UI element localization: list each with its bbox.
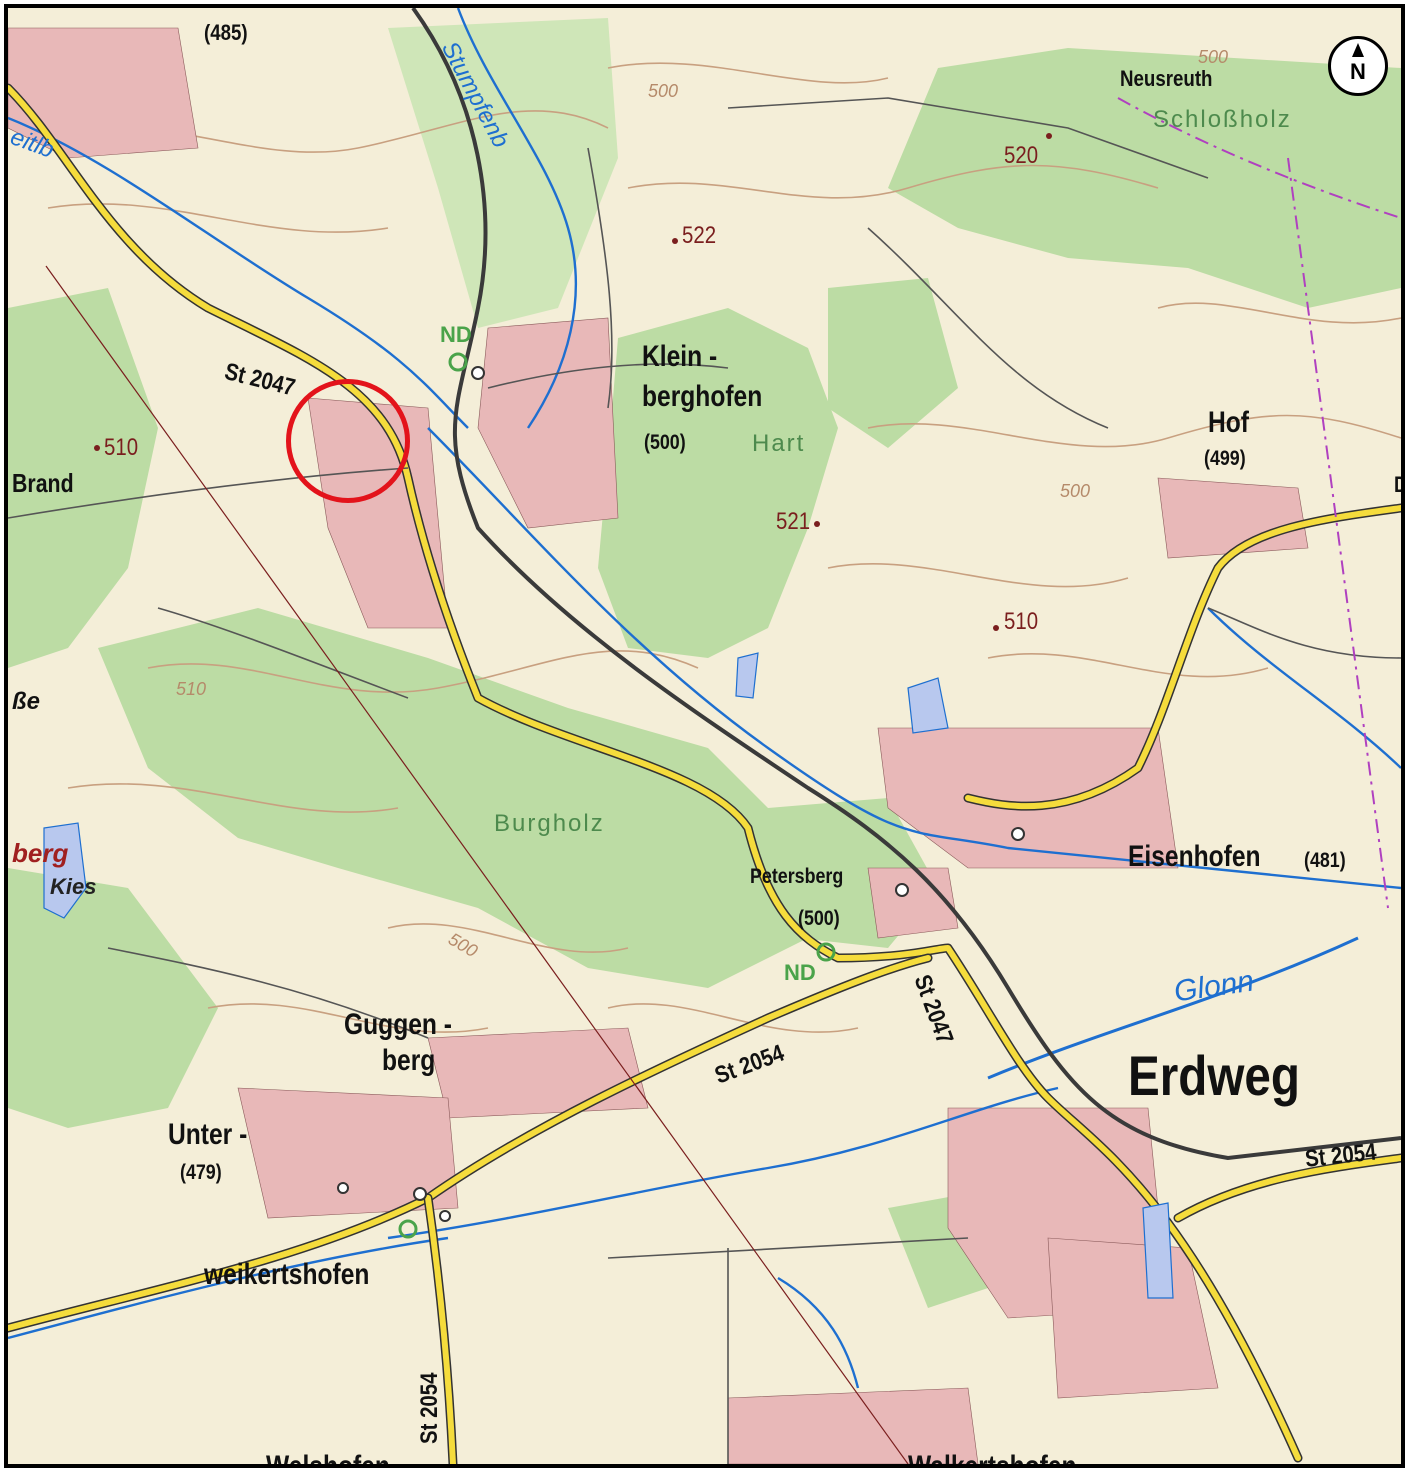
road-st2054-west [8,955,931,1331]
forest-south-west [8,868,218,1128]
river-leitlbach [8,116,469,429]
top-left-elevation-label: (485) [204,20,248,45]
eisenhofen-elevation: (481) [1304,849,1346,872]
kleinberghofen-elevation: (500) [644,431,686,454]
edge-label-sse: ße [12,688,41,715]
forest-hart [598,308,838,658]
ponds [43,652,1174,1299]
road-st2054-south [425,1195,456,1464]
topographic-map[interactable]: (485) eitlb Stumpfenb 500 500 Neusreuth … [4,4,1405,1468]
spot-height-510-east: 510 [1004,608,1039,635]
admin-boundary [1117,97,1401,909]
nd-markers [398,352,836,1239]
river-main-valley [427,427,1401,890]
place-hof: Hof [1208,406,1249,439]
kies-label: Kies [50,874,97,899]
unter-elevation: (479) [180,1161,222,1184]
forest-areas [8,18,1401,1308]
place-brand: Brand [12,468,74,498]
contour-lines [37,62,1401,1033]
forest-river-strip [388,18,618,328]
poi-dots [337,366,1025,1222]
settlement-guggenberg [427,1027,649,1119]
place-neusreuth: Neusreuth [1120,66,1213,91]
place-klein: Klein - [642,340,718,373]
river-glonn [987,936,1359,1080]
nd-label-kleinberghofen: ND [440,322,472,347]
forest-east-patch [828,278,958,448]
place-erdweg: Erdweg [1128,1044,1300,1107]
settlement-unter [237,1087,459,1219]
place-right-edge-d: D [1394,474,1401,496]
place-eisenhofen: Eisenhofen [1128,840,1261,873]
river-brook-3 [1207,607,1401,769]
place-walkertshofen: Walkertshofen [908,1450,1077,1468]
place-welshofen: Welshofen [266,1450,390,1468]
river-glonn-south [387,1086,1059,1240]
hof-elevation: (499) [1204,447,1246,470]
settlement-top-left [8,27,199,159]
forest-schlossholz [888,48,1401,308]
road-hof [965,505,1401,810]
settlement-hof [1157,477,1309,559]
highlight-circle-marker [286,379,410,503]
road-st2047 [8,85,1301,1461]
map-canvas [8,8,1401,1464]
forest-label-burgholz: Burgholz [494,810,605,837]
forest-label-hart: Hart [752,430,806,457]
north-arrow-icon: N [1328,36,1388,96]
nd-label-petersberg: ND [784,960,816,985]
road-st2054-east [1175,1155,1401,1221]
power-line [45,265,909,1464]
forest-label-schlossholz: Schloßholz [1153,106,1292,133]
edge-label-berg: berg [12,838,69,868]
forest-west [8,288,158,668]
place-guggen: Guggen - [344,1008,452,1041]
place-berghofen: berghofen [642,380,763,413]
forest-burgholz [98,608,808,988]
settlement-eisenhofen [877,727,1179,869]
contour-label-500-mid: 500 [1060,481,1091,501]
north-arrow-label: N [1350,59,1366,84]
place-berg: berg [382,1044,436,1077]
spot-height-510-west: 510 [104,434,139,461]
place-unter: Unter - [168,1118,248,1151]
major-roads [8,83,1401,1464]
place-weikertshofen: weikertshofen [204,1258,370,1291]
contour-label-500-top: 500 [648,81,679,101]
river-stumpfenbach [456,8,578,429]
petersberg-elevation: (500) [798,907,840,930]
spot-height-521: 521 [776,508,811,535]
contour-label-500-top2: 500 [1198,47,1229,67]
spot-height-dots [94,133,1052,631]
contour-label-510: 510 [176,679,207,699]
north-arrow-tip-icon [1352,43,1364,57]
river-brook-1 [8,1236,449,1340]
railway-line [411,8,1401,1161]
place-petersberg: Petersberg [750,865,844,888]
settlement-petersberg [867,867,959,939]
rivers [8,8,1401,1389]
spot-height-522: 522 [682,222,717,249]
river-brook-2 [777,1276,860,1389]
road-label-st2054-south: St 2054 [416,1372,443,1444]
spot-height-520: 520 [1004,142,1039,169]
settlement-erdweg-south [1047,1237,1219,1399]
